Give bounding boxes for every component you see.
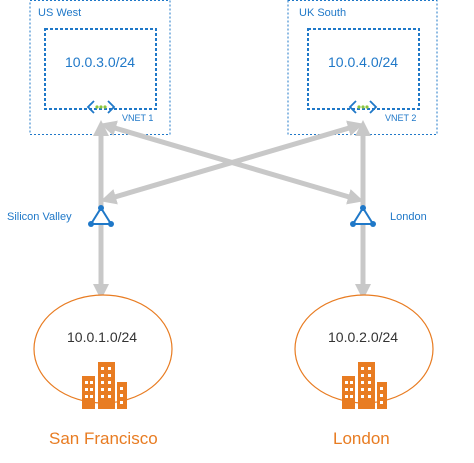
vnet-label-2: VNET 2 bbox=[385, 113, 417, 123]
local-network-gateway-icon bbox=[350, 205, 376, 227]
vnet-box-2 bbox=[307, 28, 420, 110]
vnet-label-1: VNET 1 bbox=[122, 113, 154, 123]
region-label-uk-south: UK South bbox=[299, 7, 347, 19]
building-icon bbox=[342, 362, 387, 409]
site-cidr-san-francisco: 10.0.1.0/24 bbox=[67, 329, 138, 345]
vnet-gateway-icon bbox=[348, 100, 378, 114]
vnet-cidr-2: 10.0.4.0/24 bbox=[328, 54, 399, 70]
building-icon bbox=[82, 362, 127, 409]
vnet-box-1 bbox=[44, 28, 157, 110]
connection-arrow-cross-vnet2-to-silicon-valley bbox=[100, 120, 364, 205]
gateway-label-london: London bbox=[390, 211, 427, 223]
site-cidr-london: 10.0.2.0/24 bbox=[328, 329, 399, 345]
vnet-gateway-icon bbox=[86, 100, 116, 114]
site-name-london: London bbox=[333, 429, 390, 448]
local-network-gateway-icon bbox=[88, 205, 114, 227]
region-label-us-west: US West bbox=[38, 7, 82, 19]
vnet-cidr-1: 10.0.3.0/24 bbox=[65, 54, 136, 70]
site-name-san-francisco: San Francisco bbox=[49, 429, 158, 448]
gateway-label-silicon-valley: Silicon Valley bbox=[7, 211, 72, 223]
